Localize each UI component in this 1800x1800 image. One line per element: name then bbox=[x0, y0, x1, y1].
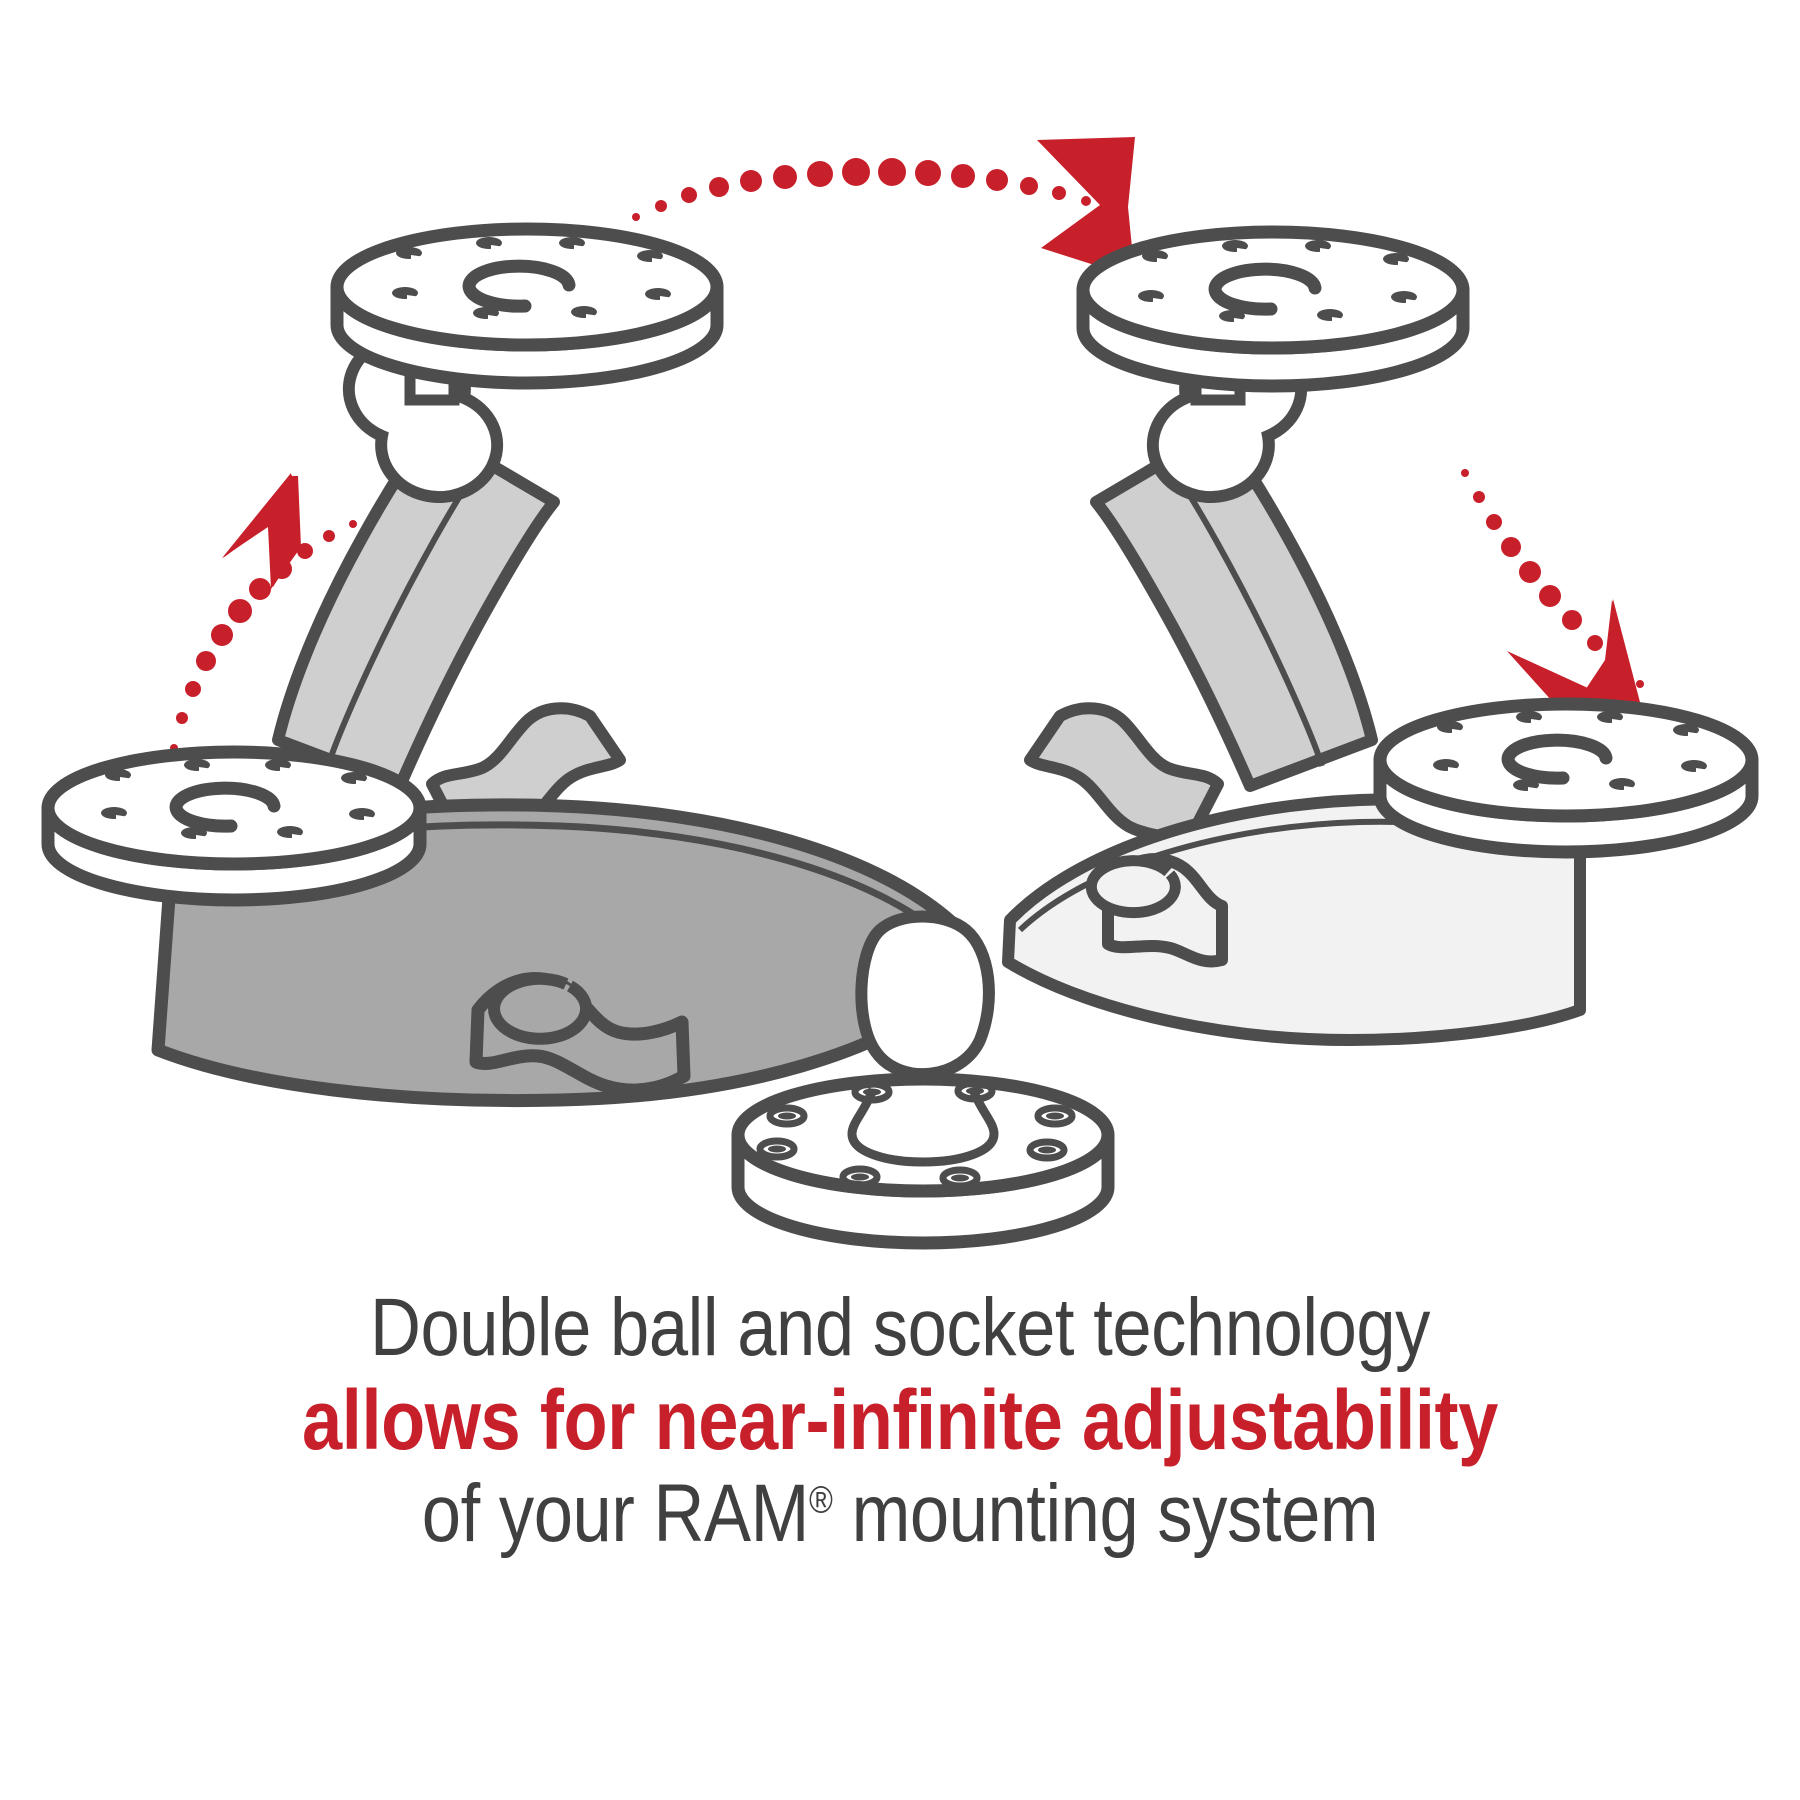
caption-line-3: of your RAM® mounting system bbox=[126, 1467, 1674, 1559]
double-socket-arm-right bbox=[1024, 424, 1378, 852]
caption-line-1: Double ball and socket technology bbox=[369, 1282, 1431, 1373]
center-ball-joint bbox=[855, 910, 995, 1081]
caption-line-3-before: of your RAM bbox=[421, 1467, 810, 1559]
product-illustration bbox=[41, 137, 1759, 1250]
round-base-plate-lower-right[interactable] bbox=[1373, 697, 1759, 859]
arrow-top bbox=[632, 137, 1135, 278]
double-socket-arm-horizontal-right bbox=[1002, 793, 1586, 1046]
caption-line-3-after: mounting system bbox=[832, 1467, 1379, 1559]
caption-line-2: allows for near-infinite adjustability bbox=[302, 1372, 1498, 1467]
registered-trademark-symbol: ® bbox=[808, 1478, 833, 1521]
mounting-flange-base[interactable] bbox=[731, 1072, 1115, 1250]
arrow-left bbox=[170, 473, 357, 752]
mount-diagram-svg bbox=[41, 137, 1759, 1250]
round-base-plate-upper-right[interactable] bbox=[1076, 225, 1470, 406]
round-base-plate-lower-left[interactable] bbox=[41, 745, 427, 907]
arrow-top-head bbox=[1037, 137, 1135, 278]
caption-block: Double ball and socket technology allows… bbox=[0, 1282, 1800, 1559]
round-base-plate-upper-left[interactable] bbox=[330, 222, 724, 406]
